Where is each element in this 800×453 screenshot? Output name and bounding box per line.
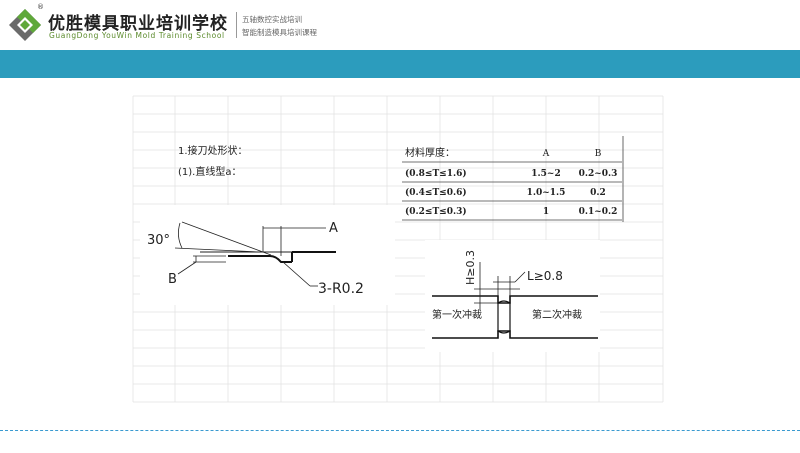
footer-dashed-line xyxy=(0,430,800,431)
section-heading: 1.接刀处形状： xyxy=(178,144,248,157)
angle-label: 30° xyxy=(147,233,170,248)
table-row-3-a: 1 xyxy=(543,207,549,217)
table-header-b: B xyxy=(595,149,602,159)
registered-mark: ® xyxy=(37,3,44,11)
two-step-punch-diagram: H≥0.3 L≥0.8 第一次冲裁 第二次冲裁 xyxy=(425,240,600,352)
course-subtitle-2: 智能制造模具培训课程 xyxy=(242,28,317,37)
section-subheading: (1).直线型a： xyxy=(178,165,241,178)
table-header-material: 材料厚度： xyxy=(405,146,455,159)
first-punch-label: 第一次冲裁 xyxy=(432,308,482,321)
header-bar: ® 优胜模具职业培训学校 GuangDong YouWin Mold Train… xyxy=(0,0,800,50)
table-row-2-b: 0.2 xyxy=(590,188,606,198)
h-dimension-label: H≥0.3 xyxy=(464,250,477,285)
table-row-3-b: 0.1~0.2 xyxy=(579,207,618,217)
dimension-b-label: B xyxy=(168,272,177,287)
dimension-a-label: A xyxy=(329,221,338,236)
table-row-1-range: (0.8≤T≤1.6) xyxy=(405,168,467,179)
header-divider xyxy=(236,12,237,38)
table-header-a: A xyxy=(542,149,550,159)
table-row-2-a: 1.0~1.5 xyxy=(527,188,566,198)
table-row-1-b: 0.2~0.3 xyxy=(579,169,618,179)
thickness-table: 材料厚度： A B (0.8≤T≤1.6) 1.5~2 0.2~0.3 (0.4… xyxy=(402,136,624,222)
table-row-3-range: (0.2≤T≤0.3) xyxy=(405,206,467,217)
radius-label: 3-R0.2 xyxy=(318,281,364,297)
table-row-2-range: (0.4≤T≤0.6) xyxy=(405,187,467,198)
l-dimension-label: L≥0.8 xyxy=(527,269,563,283)
table-row-1-a: 1.5~2 xyxy=(531,169,560,179)
logo-icon xyxy=(9,9,41,41)
straight-notch-diagram: 30° A B 3-R0.2 xyxy=(140,205,395,305)
school-name: 优胜模具职业培训学校 xyxy=(48,14,228,34)
title-band xyxy=(0,50,800,78)
course-subtitle-1: 五轴数控实战培训 xyxy=(242,15,302,24)
school-name-english: GuangDong YouWin Mold Training School xyxy=(49,31,225,40)
second-punch-label: 第二次冲裁 xyxy=(532,308,582,321)
